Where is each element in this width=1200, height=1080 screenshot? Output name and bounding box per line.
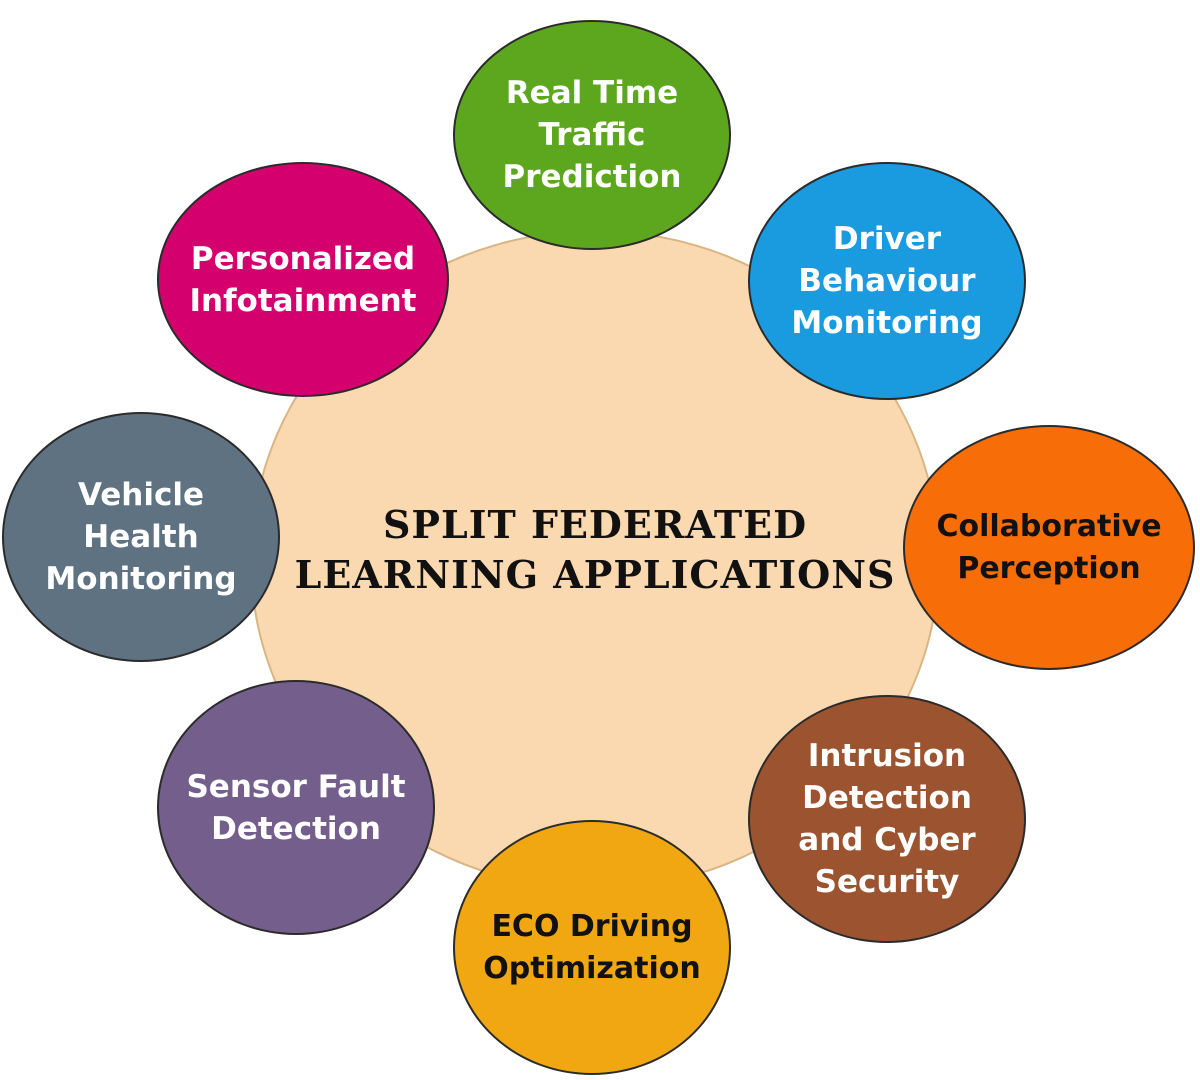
node-real-time-traffic-prediction: Real Time Traffic Prediction (453, 20, 731, 250)
node-label-line: and Cyber (798, 822, 976, 858)
node-label-line: Prediction (502, 159, 682, 195)
center-title-line-2: LEARNING APPLICATIONS (294, 552, 896, 597)
node-label: Personalized Infotainment (189, 238, 416, 322)
node-sensor-fault-detection: Sensor Fault Detection (157, 680, 435, 935)
center-title-line-1: SPLIT FEDERATED (382, 502, 808, 547)
node-collaborative-perception: Collaborative Perception (903, 425, 1195, 670)
node-label-line: Infotainment (189, 282, 417, 319)
node-driver-behaviour-monitoring: Driver Behaviour Monitoring (748, 162, 1026, 400)
node-label-line: ECO Driving (491, 908, 693, 944)
node-label-line: Behaviour (798, 263, 976, 299)
node-label-line: Monitoring (45, 561, 237, 597)
node-label-line: Real Time (505, 75, 679, 111)
node-vehicle-health-monitoring: Vehicle Health Monitoring (2, 412, 280, 662)
node-label-line: Perception (957, 550, 1141, 586)
node-label-line: Driver (832, 221, 942, 257)
node-label-line: Detection (211, 810, 381, 847)
node-label: ECO Driving Optimization (483, 906, 700, 990)
node-label-line: Security (814, 864, 960, 900)
node-label-line: Health (83, 519, 199, 555)
node-label-line: Personalized (190, 240, 416, 277)
node-label: Driver Behaviour Monitoring (791, 218, 982, 344)
node-label: Real Time Traffic Prediction (502, 72, 681, 198)
node-label: Sensor Fault Detection (186, 766, 405, 850)
node-label: Vehicle Health Monitoring (45, 474, 236, 600)
node-intrusion-detection-cyber-security: Intrusion Detection and Cyber Security (748, 695, 1026, 943)
node-label: Collaborative Perception (936, 506, 1161, 590)
node-personalized-infotainment: Personalized Infotainment (157, 162, 449, 397)
node-label-line: Traffic (538, 117, 646, 153)
node-label-line: Monitoring (791, 305, 983, 341)
node-label-line: Sensor Fault (186, 768, 406, 805)
node-eco-driving-optimization: ECO Driving Optimization (453, 820, 731, 1075)
node-label-line: Vehicle (77, 477, 205, 513)
node-label: Intrusion Detection and Cyber Security (798, 735, 975, 903)
node-label-line: Optimization (483, 950, 701, 986)
node-label-line: Detection (802, 780, 972, 816)
node-label-line: Collaborative (936, 508, 1162, 544)
node-label-line: Intrusion (807, 738, 967, 774)
center-title: SPLIT FEDERATED LEARNING APPLICATIONS (295, 500, 896, 600)
